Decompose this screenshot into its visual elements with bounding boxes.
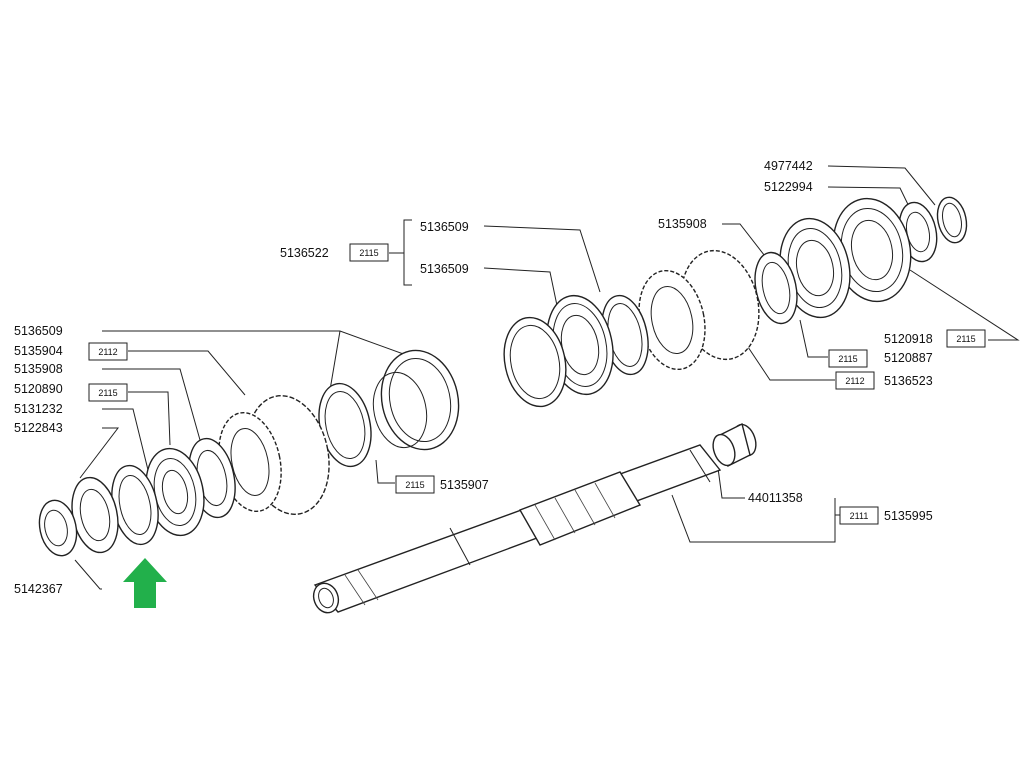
label-5135908-left: 5135908 (14, 362, 63, 376)
label-5136522: 5136522 (280, 246, 329, 260)
label-5131232: 5131232 (14, 402, 63, 416)
part-labels: 4977442 5122994 5135908 5136509 5136522 … (14, 159, 933, 596)
needle-bearing-44011358 (712, 422, 757, 468)
label-5120887: 5120887 (884, 351, 933, 365)
label-5136509-mid: 5136509 (420, 262, 469, 276)
leader-lines (74, 165, 1020, 590)
main-shaft-5135995 (312, 444, 722, 614)
label-5122994: 5122994 (764, 180, 813, 194)
box-5136522: 2115 (359, 248, 378, 258)
label-44011358: 44011358 (748, 491, 803, 505)
snap-ring-4977442 (936, 196, 968, 244)
nut-5142367 (38, 499, 78, 557)
label-5135907: 5135907 (440, 478, 489, 492)
box-5136523: 2112 (845, 376, 864, 386)
box-5135904: 2112 (98, 347, 117, 357)
label-5135995: 5135995 (884, 509, 933, 523)
washer-5122843 (71, 476, 119, 554)
box-5120887: 2115 (838, 354, 857, 364)
label-5136523: 5136523 (884, 374, 933, 388)
label-4977442: 4977442 (764, 159, 813, 173)
gear-5136523 (638, 249, 760, 371)
box-5120918: 2115 (956, 334, 975, 344)
label-5142367: 5142367 (14, 582, 63, 596)
label-5136509-left: 5136509 (14, 324, 63, 338)
box-5120890: 2115 (98, 388, 117, 398)
box-5135907: 2115 (405, 480, 424, 490)
label-5120918: 5120918 (884, 332, 933, 346)
reference-boxes: 2115 2112 2115 2115 2115 2112 2115 2111 (88, 243, 986, 525)
label-5120890: 5120890 (14, 382, 63, 396)
synchro-ring-5136509-left (503, 316, 567, 408)
synchro-assembly-5135907 (318, 349, 460, 468)
box-5135995: 2111 (850, 511, 869, 521)
label-5135904: 5135904 (14, 344, 63, 358)
spacer-ring-5131232 (111, 464, 159, 546)
label-5122843: 5122843 (14, 421, 63, 435)
label-5136509-top: 5136509 (420, 220, 469, 234)
label-5135908-right: 5135908 (658, 217, 707, 231)
green-up-arrow-icon (123, 558, 167, 608)
